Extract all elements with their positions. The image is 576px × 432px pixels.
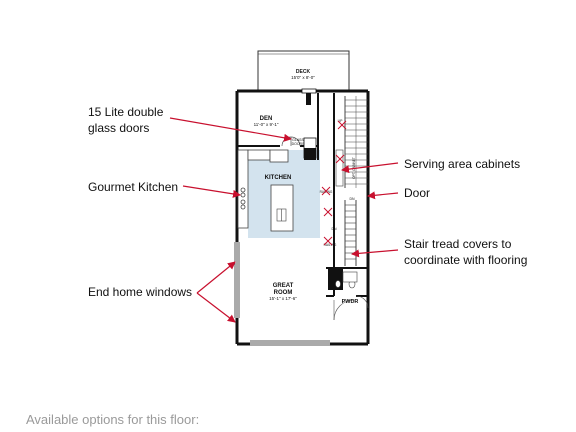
callout-door: Door [404, 186, 431, 200]
great-room-label: GREAT [273, 283, 294, 289]
windows [234, 242, 330, 346]
arrow-kitchen [182, 185, 241, 198]
callout-end-home-windows: End home windows [88, 285, 193, 299]
den-dims: 11'-0" x 9'-1" [254, 122, 279, 127]
deck-dims: 15'0" x 8'-0" [291, 75, 315, 80]
arrow-door [367, 191, 399, 200]
arrow-windows-bottom [196, 292, 236, 323]
arrow-windows-top [196, 261, 236, 294]
powder-label: PWDR [342, 299, 359, 305]
stairs-up-label: UP [338, 119, 344, 123]
callout-serving-cabinets: Serving area cabinets [404, 157, 521, 171]
arrow-glass-doors [169, 117, 292, 142]
den-label: DEN [260, 116, 273, 122]
option-marks [321, 120, 347, 246]
den-closet-block [304, 148, 316, 160]
arrow-stairs [351, 249, 399, 258]
callout-stair-treads: Stair tread covers to coordinate with fl… [404, 236, 527, 268]
callout-stair-line1: Stair tread covers to [404, 237, 512, 251]
exterior-walls [235, 89, 370, 346]
deck-doors [301, 88, 317, 105]
glass-doors-label2: DOORS [292, 142, 306, 146]
interior-walls [237, 93, 368, 297]
callout-glass-doors-line1: 15 Lite double [88, 105, 164, 119]
callout-glass-doors-line2: glass doors [88, 121, 150, 135]
railing-label-2: RAILING [324, 243, 337, 247]
callout-gourmet-kitchen: Gourmet Kitchen [88, 180, 179, 194]
arrow-serving [341, 162, 399, 174]
deck: DECK 15'0" x 8'-0" [257, 50, 350, 92]
kitchen-island [270, 184, 294, 232]
stairs [344, 96, 368, 266]
stairs-down-label: DN [349, 197, 355, 201]
callout-glass-doors: 15 Lite double glass doors [88, 104, 163, 136]
callout-arrows [169, 117, 399, 323]
callout-stair-line2: coordinate with flooring [404, 253, 528, 267]
options-footer: Available options for this floor: [26, 412, 200, 427]
great-room-dims: 15'-1" x 17'-6" [269, 296, 297, 301]
glass-doors-label: GLASS [292, 138, 304, 142]
entry-door-swing [355, 295, 369, 309]
deck-label: DECK [296, 69, 311, 75]
powder-room [328, 268, 358, 321]
railing-label-1: RAILING [320, 190, 333, 194]
kitchen-counters [237, 149, 289, 229]
stairs-down-label-2: DN [331, 227, 337, 231]
kitchen-label: KITCHEN [265, 175, 292, 181]
great-room-label-2: ROOM [274, 290, 293, 296]
